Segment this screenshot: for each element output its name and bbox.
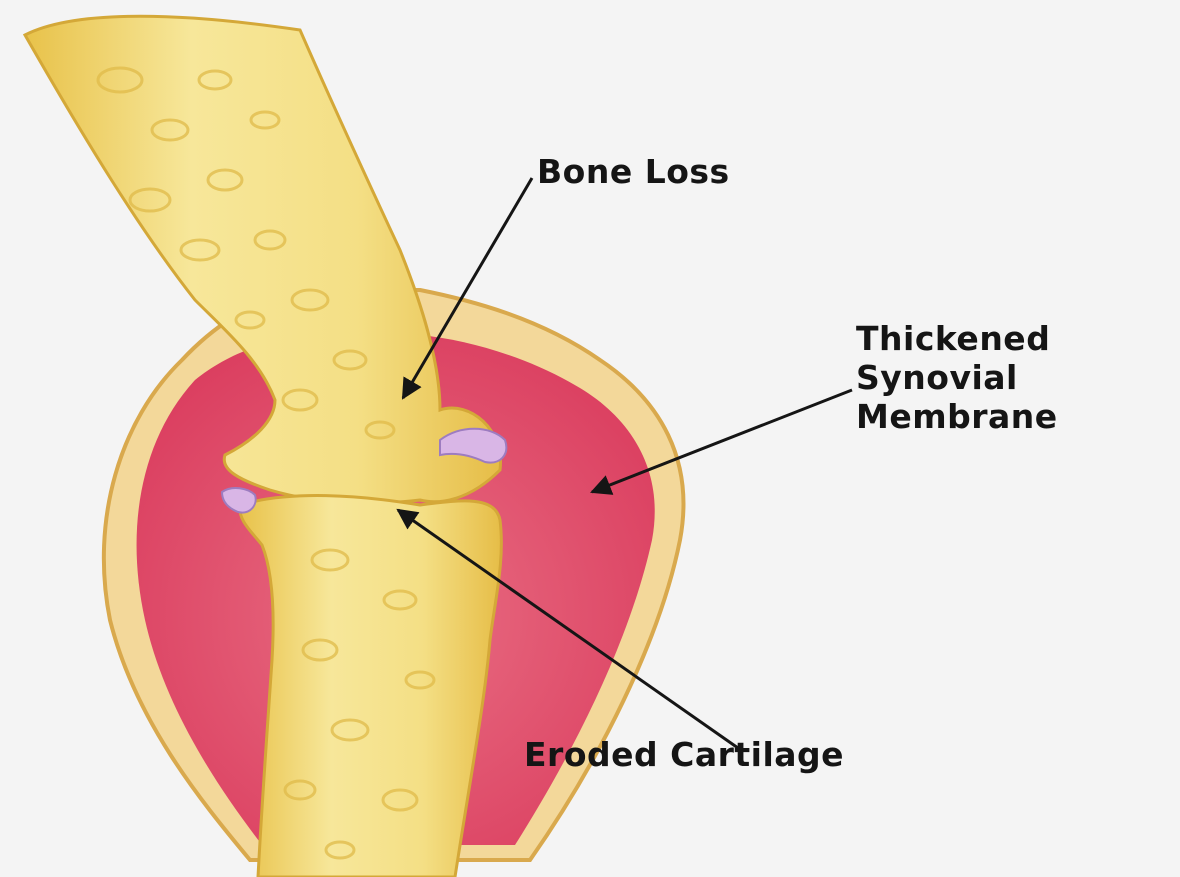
bone-loss-label: Bone Loss [537, 153, 730, 192]
synovial-line-3: Membrane [856, 398, 1058, 437]
upper-bone [25, 16, 500, 503]
synovial-membrane-label: Thickened Synovial Membrane [856, 320, 1058, 437]
bone-loss-text: Bone Loss [537, 153, 730, 192]
eroded-cartilage-label: Eroded Cartilage [524, 736, 844, 775]
synovial-line-1: Thickened [856, 320, 1058, 359]
eroded-cartilage-text: Eroded Cartilage [524, 736, 844, 775]
lower-bone [240, 496, 502, 877]
synovial-line-2: Synovial [856, 359, 1058, 398]
